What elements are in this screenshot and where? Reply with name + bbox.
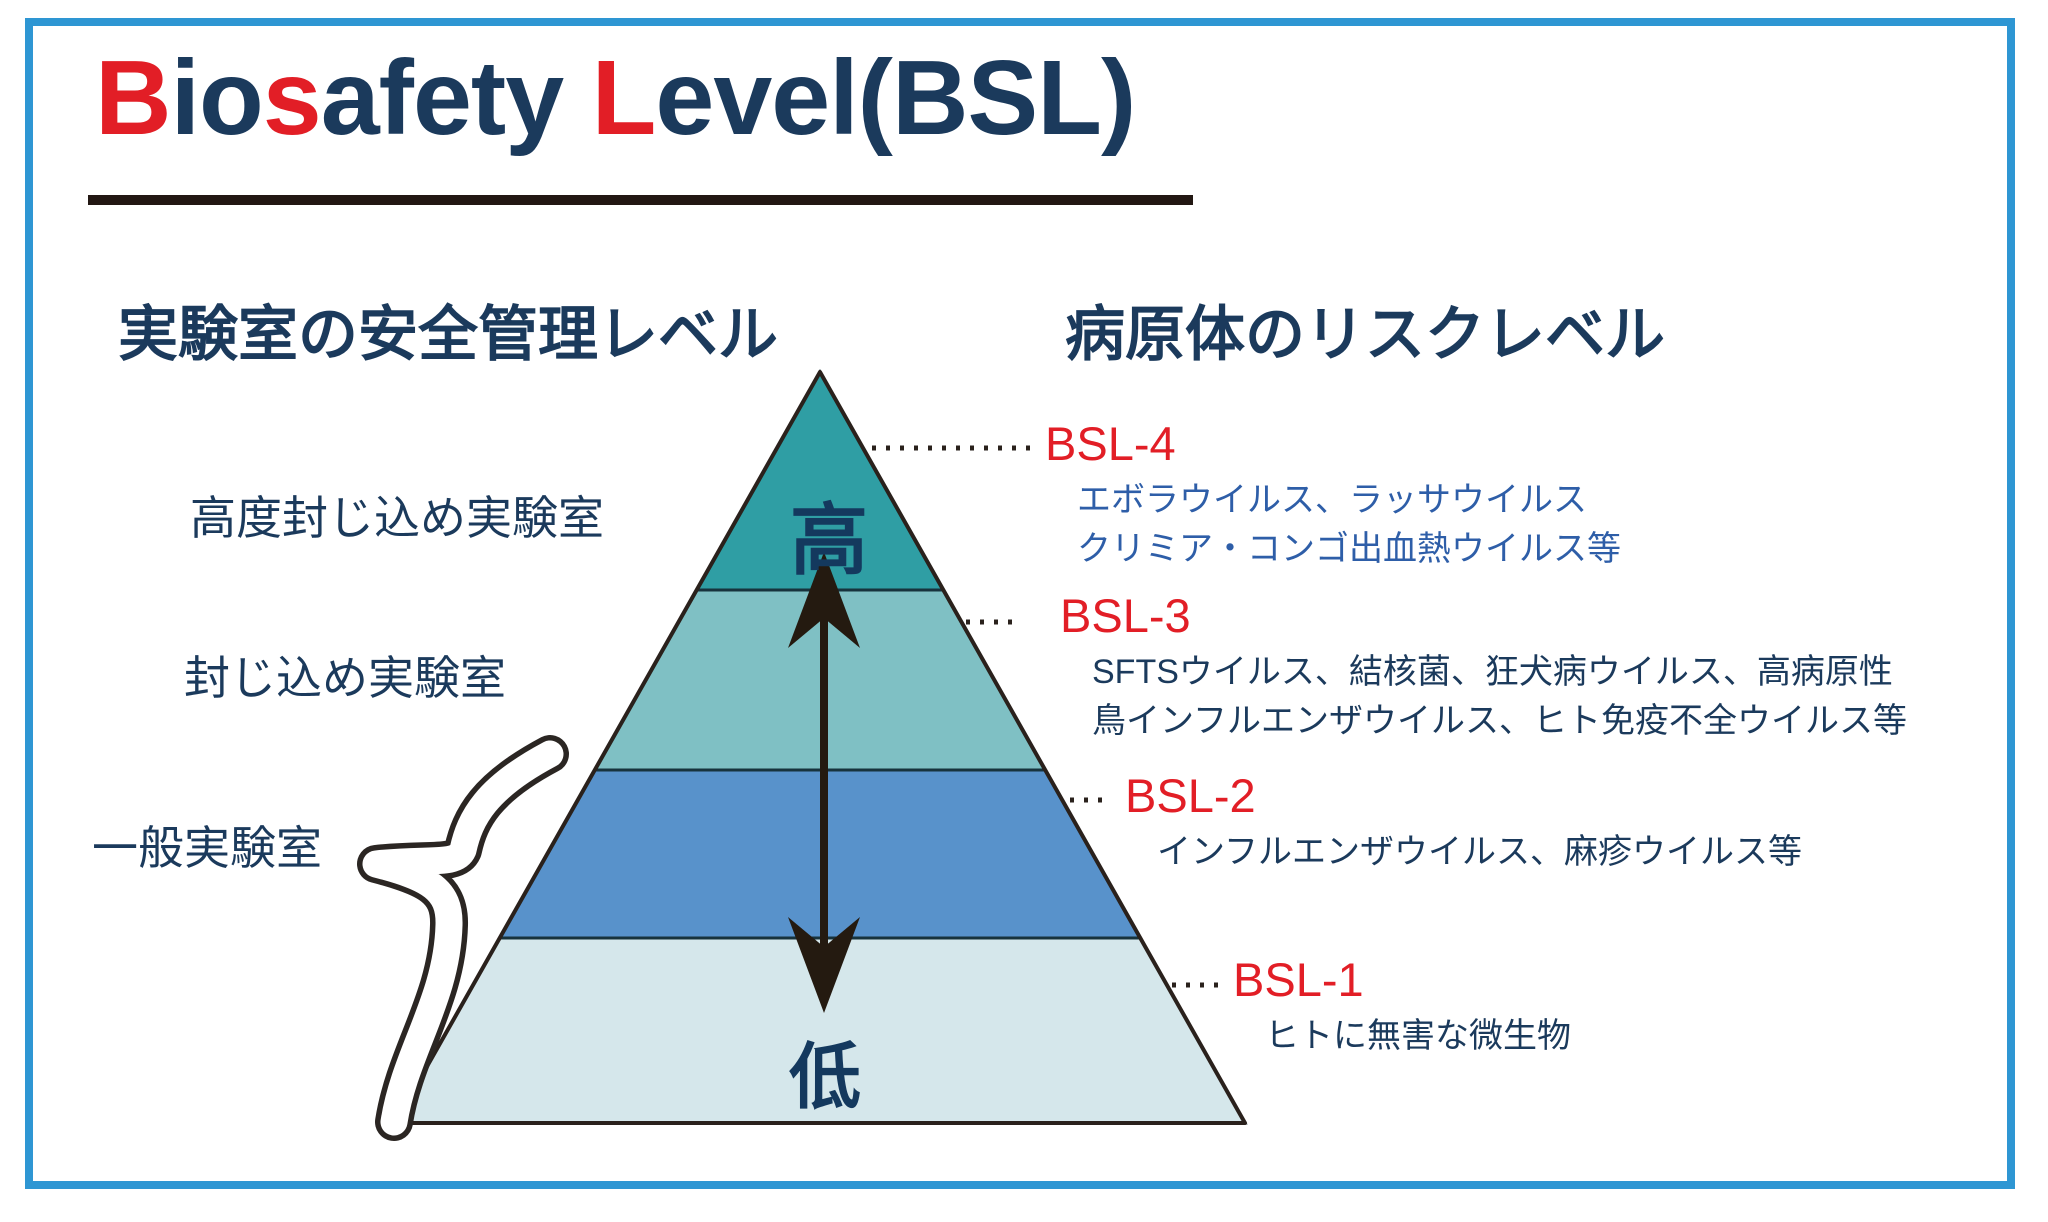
heading-lab-safety-level: 実験室の安全管理レベル — [118, 301, 778, 368]
bsl4-organism-line: クリミア・コンゴ出血熱ウイルス等 — [1077, 530, 1621, 568]
bsl2-organism-line: インフルエンザウイルス、麻疹ウイルス等 — [1157, 833, 1802, 871]
bsl1-label: BSL-1 — [1233, 953, 1364, 1006]
bsl2-label: BSL-2 — [1125, 769, 1256, 822]
scale-low-label: 低 — [789, 1038, 862, 1118]
bsl1-organism-line: ヒトに無害な微生物 — [1265, 1017, 1571, 1055]
bsl4-label: BSL-4 — [1045, 417, 1176, 470]
bsl4-block: BSL-4 エボラウイルス、ラッサウイルス クリミア・コンゴ出血熱ウイルス等 — [1045, 418, 1621, 574]
bsl3-organism-line: 鳥インフルエンザウイルス、ヒト免疫不全ウイルス等 — [1092, 702, 1907, 740]
lab-label-high-containment: 高度封じ込め実験室 — [190, 492, 604, 544]
title-underline — [88, 195, 1193, 205]
lab-label-containment: 封じ込め実験室 — [184, 652, 506, 704]
title-segment: evel(BSL) — [655, 39, 1136, 157]
bsl1-organisms: ヒトに無害な微生物 — [1265, 1012, 1571, 1061]
title-segment: B — [95, 39, 172, 157]
bsl4-organisms: エボラウイルス、ラッサウイルス クリミア・コンゴ出血熱ウイルス等 — [1077, 476, 1621, 574]
title-segment: s — [262, 39, 322, 157]
bsl3-organisms: SFTSウイルス、結核菌、狂犬病ウイルス、高病原性 鳥インフルエンザウイルス、ヒ… — [1092, 648, 1907, 746]
heading-pathogen-risk-level: 病原体のリスクレベル — [1065, 301, 1665, 368]
page-title: Biosafety Level(BSL) — [95, 38, 1136, 160]
scale-arrow-head-up — [788, 552, 860, 648]
bsl4-organism-line: エボラウイルス、ラッサウイルス — [1077, 481, 1587, 519]
scale-high-label: 高 — [790, 496, 869, 584]
title-segment: L — [591, 39, 657, 157]
lab-label-general: 一般実験室 — [92, 822, 322, 874]
brace-core — [362, 740, 564, 1136]
bsl2-organisms: インフルエンザウイルス、麻疹ウイルス等 — [1157, 828, 1802, 877]
bsl3-organism-line: SFTSウイルス、結核菌、狂犬病ウイルス、高病原性 — [1092, 653, 1893, 691]
scale-arrow-head-down — [788, 917, 860, 1013]
title-segment: afety — [320, 39, 592, 157]
pyramid-outline — [393, 370, 1247, 1125]
bsl1-block: BSL-1 ヒトに無害な微生物 — [1233, 954, 1571, 1061]
title-segment: io — [170, 39, 264, 157]
bsl2-block: BSL-2 インフルエンザウイルス、麻疹ウイルス等 — [1125, 770, 1802, 877]
bsl3-block: BSL-3 SFTSウイルス、結核菌、狂犬病ウイルス、高病原性 鳥インフルエンザ… — [1060, 590, 1907, 746]
bsl3-label: BSL-3 — [1060, 589, 1191, 642]
